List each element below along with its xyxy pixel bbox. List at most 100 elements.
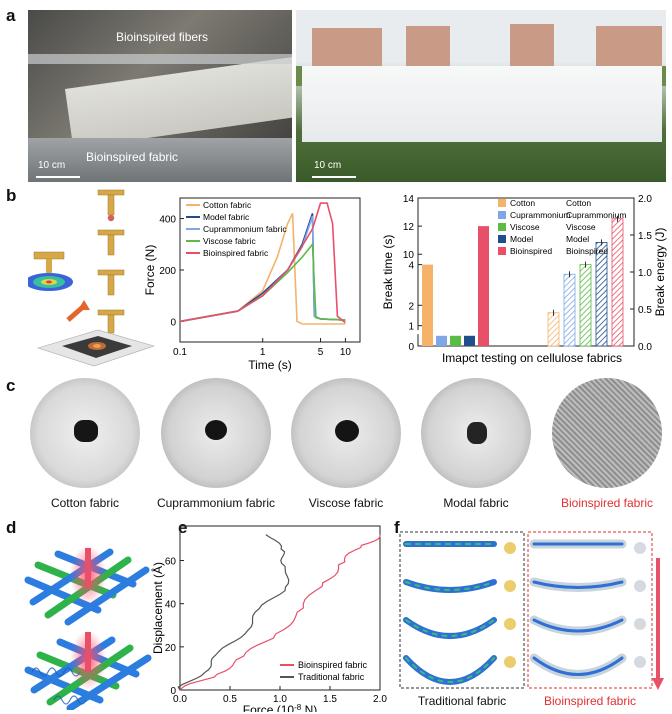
y-tick-label-left: 1 [408,322,414,333]
legend-swatch-left [498,247,506,255]
y-tick-label-left: 12 [403,222,415,233]
fabric-photo-viscose [291,378,401,488]
y-tick-label-right: 1.5 [638,231,652,242]
panel-letter-d: d [6,518,17,537]
y-tick-label-right: 0.5 [638,305,652,316]
legend-label: Traditional fabric [298,672,365,682]
fabric-photo-cuprammonium [161,378,271,488]
y-tick-label: 400 [159,215,176,226]
series-line-4 [179,202,346,324]
panel-letter-b: b [6,186,17,205]
y-tick-label: 0 [170,686,176,697]
y-axis-label-left: Break time (s) [381,235,395,310]
legend-swatch-left [498,199,506,207]
x-tick-label: 2.0 [373,694,387,705]
fabric-photo-cotton [30,378,140,488]
y-axis-label: Displacement (Å) [150,562,165,654]
legend-label-left: Bioinspired [510,246,552,256]
bio-cross-section [634,656,646,668]
series-line-0 [179,534,381,691]
simulation-snapshots [399,531,664,690]
legend-swatch-left [498,235,506,243]
caption-modal: Modal fabric [443,496,509,510]
x-axis-label: Time (s) [248,358,292,372]
legend-label: Bioinspired fabric [203,248,269,258]
caption-bioinspired: Bioinspired fabric [560,496,654,510]
caption-bioinspired-fabric-f: Bioinspired fabric [543,694,637,708]
weave-schematic [24,545,152,710]
panel-letter-c: c [6,376,16,395]
legend-swatch-left [498,223,506,231]
fabric-photo-row: Cotton fabric Cuprammonium fabric Viscos… [0,378,672,512]
x-tick-label: 1.0 [273,694,287,705]
chart-title: Imapct testing on cellulose fabrics [442,351,622,365]
series-line-0 [179,213,346,325]
fabric-photo-bioinspired [552,378,662,488]
y-tick-label-right: 1.0 [638,268,652,279]
bar-break-time [450,335,461,346]
trad-fabric-curve-overlay [405,619,495,637]
scale-label-right: 10 cm [314,160,342,171]
photo-fabric-machine: Bioinspired fibers Bioinspired fabric 10… [28,10,292,182]
y-tick-label-left: 2 [408,301,414,312]
y-tick-label: 200 [159,266,176,277]
bio-cross-section [634,542,646,554]
caption-cotton: Cotton fabric [50,496,120,510]
x-tick-label: 10 [340,347,352,358]
y-tick-label-right: 2.0 [638,194,652,205]
legend-label: Cuprammonium fabric [203,224,287,234]
y-tick-label-left: 14 [403,194,415,205]
series-line-1 [177,534,290,691]
x-axis-label: Force (10-8 N) [243,703,317,713]
label-bioinspired-fabric: Bioinspired fabric [86,150,179,164]
caption-cuprammonium: Cuprammonium fabric [156,496,276,510]
x-tick-label: 0.0 [173,694,187,705]
bio-fabric-curve [532,618,624,633]
bar-break-time [422,264,433,346]
label-bioinspired-fibers: Bioinspired fibers [116,30,209,44]
trad-fabric-curve-overlay [405,657,495,683]
scale-bar-right [312,176,356,178]
bar-break-time [478,226,489,346]
x-tick-label: 1.5 [323,694,337,705]
legend-label: Bioinspired fabric [298,660,368,670]
bar-break-time [436,335,447,346]
y-tick-label: 20 [165,643,177,654]
trad-fabric-curve-overlay [405,581,495,591]
panel-letter-a: a [6,6,16,25]
impact-test-schematic [28,189,156,367]
y-tick-label-left: 0 [408,342,414,353]
y-tick-label: 40 [165,600,177,611]
legend-swatch-left [498,211,506,219]
caption-viscose: Viscose fabric [308,496,384,510]
panel-letter-e: e [178,518,188,537]
legend-label-left: Cotton [510,198,535,208]
legend-label-right: Viscose [566,222,596,232]
trad-cross-section [504,580,516,592]
y-tick-label: 0 [170,317,176,328]
y-axis-label: Force (N) [143,245,157,296]
caption-traditional-fabric: Traditional fabric [417,694,507,708]
trad-cross-section [504,656,516,668]
bio-fabric-curve [532,656,624,676]
y-axis-label-right: Break energy (J) [653,228,667,317]
photo-fabric-outdoor: 10 cm [296,10,666,182]
legend-label: Model fabric [203,212,250,222]
scale-bar-left [36,176,80,178]
x-tick-label: 5 [318,347,324,358]
legend-label: Viscose fabric [203,236,257,246]
y-tick-label-left: 4 [408,261,414,272]
legend-label-left: Cuprammonium [510,210,570,220]
legend-label: Cotton fabric [203,200,252,210]
legend-label-right: Cuprammonium [566,210,626,220]
y-tick-label: 60 [165,557,177,568]
legend-label-left: Viscose [510,222,540,232]
x-tick-label: 0.5 [223,694,237,705]
bar-break-energy [611,218,624,347]
scale-label-left: 10 cm [38,160,66,171]
legend-label-right: Model [566,234,589,244]
y-tick-label-right: 0.0 [638,342,652,353]
bar-break-energy [579,264,592,347]
